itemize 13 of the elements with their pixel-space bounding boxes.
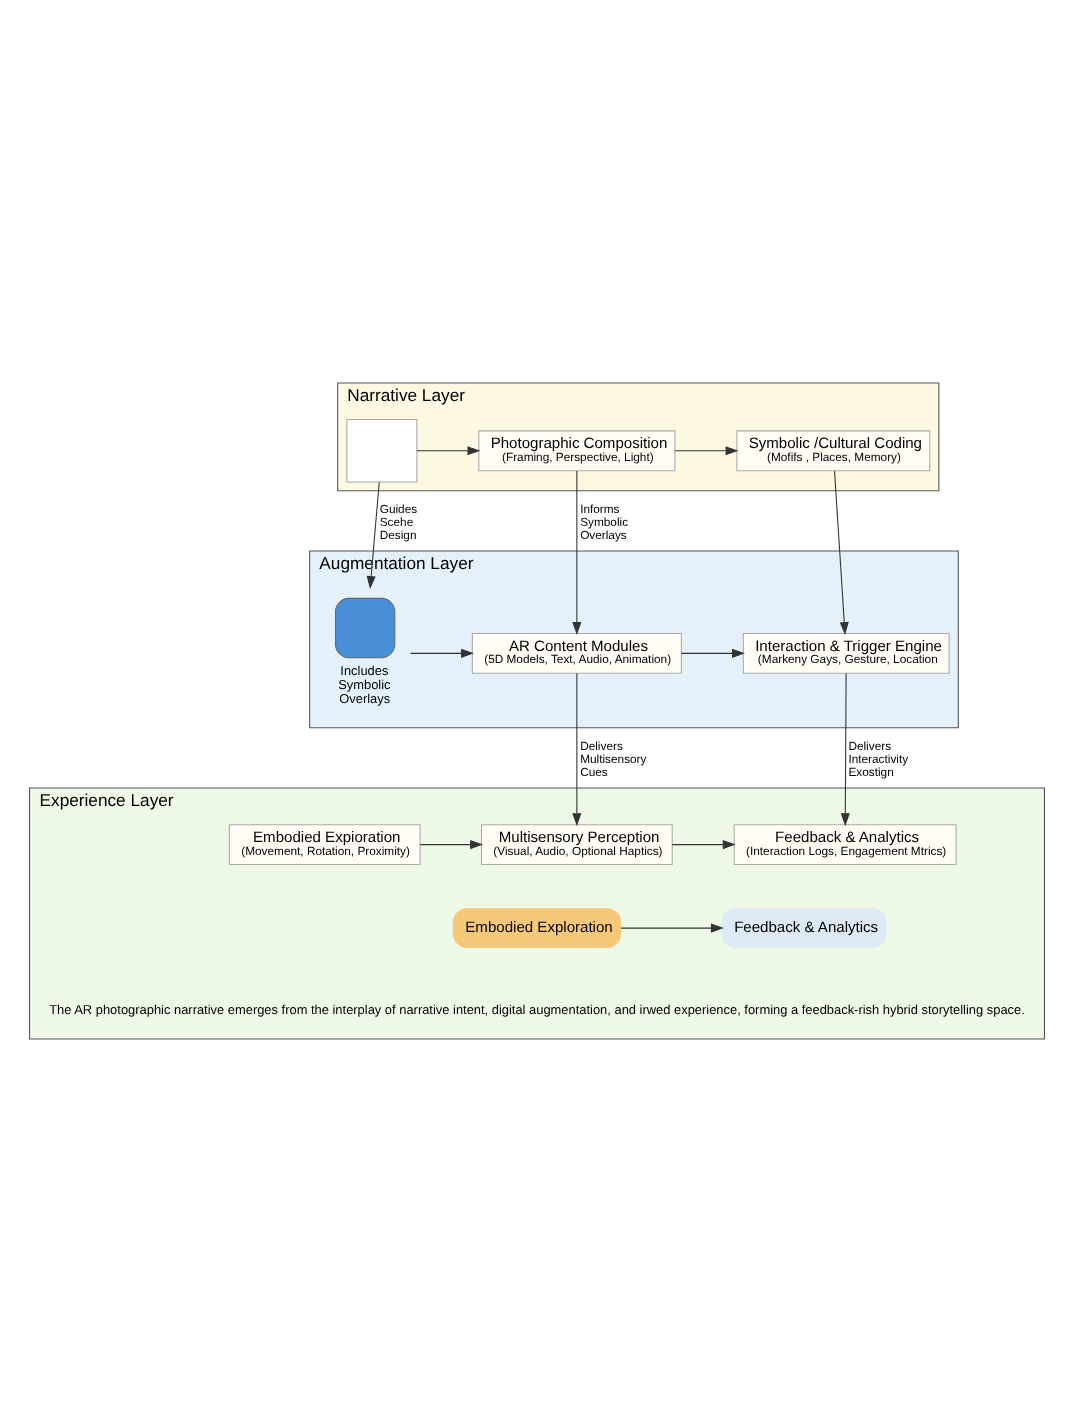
arrow [671,840,736,850]
arrow [572,673,582,827]
arrow [419,840,484,850]
arrow [620,923,724,933]
arrow [840,673,850,827]
node-box [346,419,418,483]
arrow [572,470,582,636]
arrow [416,446,481,456]
arrow [834,470,849,636]
arrow [366,481,380,590]
arrow [410,648,474,658]
arrow [681,648,745,658]
arrow [674,446,739,456]
